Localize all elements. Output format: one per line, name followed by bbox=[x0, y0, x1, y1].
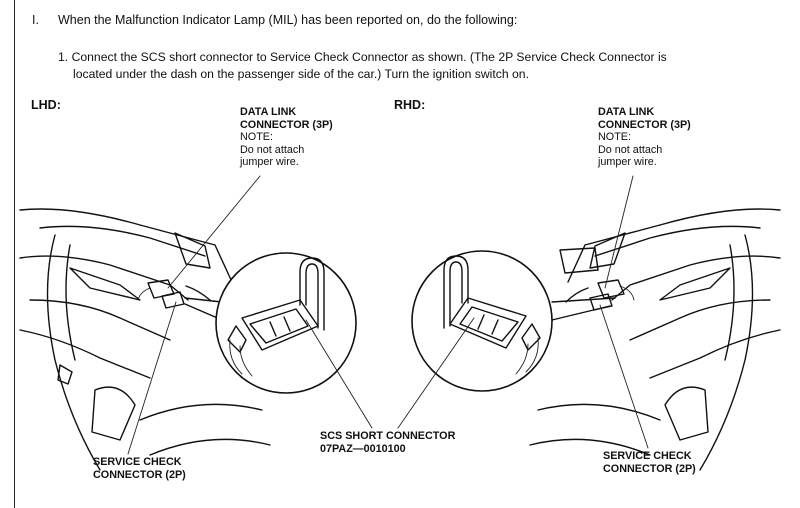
lhd-note-heading: NOTE: bbox=[240, 131, 273, 143]
page-margin-rule bbox=[14, 0, 15, 508]
rhd-service-line-2: CONNECTOR (2P) bbox=[603, 462, 696, 475]
lhd-data-link-line-2: CONNECTOR (3P) bbox=[240, 118, 333, 131]
lhd-detail-circle bbox=[184, 252, 357, 394]
intro-line: I. When the Malfunction Indicator Lamp (M… bbox=[32, 13, 517, 27]
scs-line-1: SCS SHORT CONNECTOR bbox=[320, 430, 456, 442]
lhd-service-check-label: SERVICE CHECK CONNECTOR (2P) bbox=[93, 456, 186, 481]
lhd-data-link-line-1: DATA LINK bbox=[240, 106, 297, 118]
rhd-detail-circle bbox=[411, 250, 616, 392]
rhd-data-link-line-1: DATA LINK bbox=[598, 106, 655, 118]
rhd-heading: RHD: bbox=[394, 98, 426, 112]
rhd-note-line-2: jumper wire. bbox=[598, 156, 657, 168]
lhd-dashboard-drawing bbox=[19, 208, 271, 471]
lhd-service-line-2: CONNECTOR (2P) bbox=[93, 468, 186, 481]
intro-text: When the Malfunction Indicator Lamp (MIL… bbox=[58, 13, 518, 27]
lhd-service-line-1: SERVICE CHECK bbox=[93, 456, 182, 468]
lhd-note-line-1: Do not attach bbox=[240, 143, 305, 156]
scs-part-number: 07PAZ—0010100 bbox=[320, 442, 406, 455]
step-1: 1. Connect the SCS short connector to Se… bbox=[58, 49, 667, 83]
rhd-note-heading: NOTE: bbox=[598, 131, 631, 143]
step-line-1: Connect the SCS short connector to Servi… bbox=[71, 50, 667, 64]
lhd-note-line-2: jumper wire. bbox=[240, 156, 299, 168]
lhd-data-link-label: DATA LINK CONNECTOR (3P) NOTE: Do not at… bbox=[240, 106, 333, 169]
rhd-data-link-line-2: CONNECTOR (3P) bbox=[598, 118, 691, 131]
rhd-service-check-label: SERVICE CHECK CONNECTOR (2P) bbox=[603, 450, 696, 475]
rhd-dashboard-drawing bbox=[529, 208, 781, 471]
step-line-2: located under the dash on the passenger … bbox=[73, 67, 529, 81]
step-number: 1. bbox=[58, 50, 69, 64]
scs-short-connector-label: SCS SHORT CONNECTOR 07PAZ—0010100 bbox=[320, 430, 455, 455]
lhd-heading: LHD: bbox=[31, 98, 61, 112]
rhd-note-line-1: Do not attach bbox=[598, 143, 663, 156]
leader-lines bbox=[127, 175, 649, 455]
rhd-data-link-label: DATA LINK CONNECTOR (3P) NOTE: Do not at… bbox=[598, 106, 691, 169]
intro-marker: I. bbox=[32, 13, 39, 27]
rhd-service-line-1: SERVICE CHECK bbox=[603, 450, 692, 462]
